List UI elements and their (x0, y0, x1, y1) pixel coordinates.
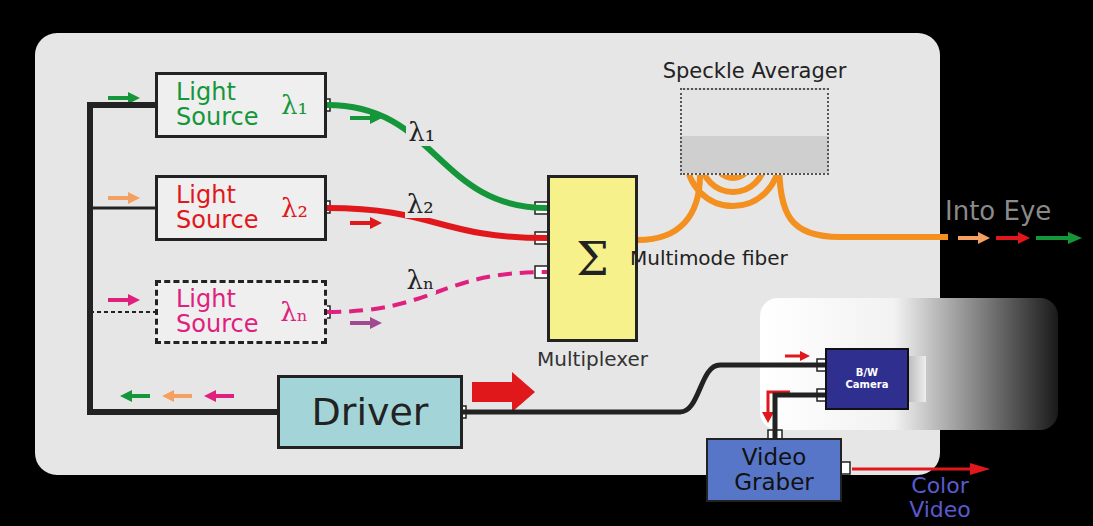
fiber-label: Multimode fiber (630, 246, 788, 270)
connector (327, 105, 547, 208)
connector (90, 105, 277, 412)
connector (638, 175, 700, 240)
connector (463, 365, 825, 412)
node-text: λₙ (280, 298, 308, 326)
driver-box: Driver (277, 375, 463, 449)
node-text: Multiplexer (537, 347, 648, 371)
camera-lens (908, 356, 926, 402)
light-source-box: Light Source λ₂ (155, 175, 327, 241)
node-text: B/W Camera (842, 367, 892, 391)
connector (775, 395, 825, 438)
node-text: Σ (576, 234, 609, 284)
camera-box: B/W Camera (825, 348, 909, 410)
node-text: Light Source (176, 183, 272, 233)
wavelength-label: λₙ (405, 266, 437, 294)
wavelength-label: λ₁ (406, 118, 437, 146)
connector (327, 272, 547, 312)
wavelength-label: λ₂ (405, 190, 436, 218)
flow-arrows (108, 92, 1082, 475)
node-text: Video Graber (727, 445, 821, 495)
node-text: Light Source (176, 80, 272, 130)
multiplexer-box: ΣMultiplexer (547, 175, 638, 342)
node-text: Speckle Averager (663, 59, 847, 84)
speckle-averager-box: Speckle Averager (680, 88, 829, 175)
connector (327, 208, 547, 238)
output-label: Into Eye (945, 196, 1051, 226)
node-text: λ₂ (281, 194, 308, 222)
output-label: Color Video (898, 474, 982, 522)
node-text: Driver (312, 390, 429, 434)
node-text: λ₁ (281, 91, 308, 119)
light-source-box: Light Source λ₁ (155, 72, 327, 138)
video-grabber-box: Video Graber (706, 438, 842, 502)
node-text: Light Source (176, 287, 272, 337)
light-source-box: Light Source λₙ (155, 280, 327, 344)
